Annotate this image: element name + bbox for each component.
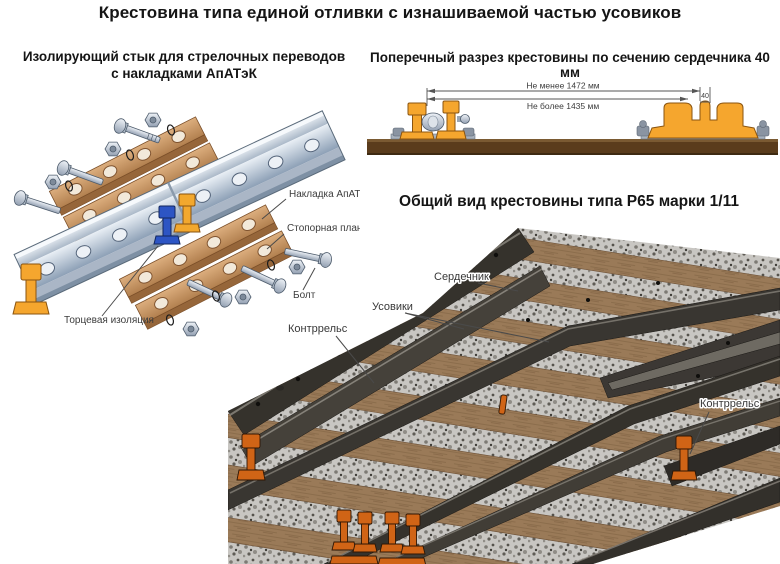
guard-rail-left-leader <box>335 335 375 384</box>
frog-general-view: Сердечник Усовики Контррельс Контррельс <box>228 228 780 564</box>
guard-rail-right-profile <box>670 435 698 481</box>
core-label: Сердечник <box>434 271 489 283</box>
end-insulation-leader <box>101 245 159 317</box>
nuts <box>44 112 306 337</box>
end-insulation-profile <box>153 205 181 245</box>
fishplate-leader <box>261 198 287 220</box>
yellow-end-profile <box>173 193 201 233</box>
bolt-5 <box>240 265 287 294</box>
dim-flangeway-label: 40 <box>701 93 709 100</box>
page-title: Крестовина типа единой отливки с изнашив… <box>98 3 682 22</box>
highlighted-sections <box>236 394 698 564</box>
dim-min-label: Не менее 1472 мм <box>526 82 599 91</box>
frog-cross-section-diagram: Не менее 1472 мм Не более 1435 мм 40 <box>367 82 778 155</box>
guard-rail-right-leader <box>689 411 710 455</box>
insulated-joint-diagram: Накладка АпАТэК Стопорная планка Болт То… <box>12 110 360 337</box>
fishplate-label: Накладка АпАТэК <box>289 189 360 200</box>
stop-plate-leader <box>266 233 285 250</box>
stop-plate-label: Стопорная планка <box>287 223 360 234</box>
wing-rails-label: Усовики <box>372 301 413 313</box>
bolt-label: Болт <box>293 290 316 301</box>
fishplate-front-1 <box>118 204 279 304</box>
rail-end-profile <box>12 263 50 315</box>
joint-section-heading: Изолирующий стык для стрелочных переводо… <box>6 49 362 83</box>
bolt-3 <box>13 190 61 214</box>
bolt-1 <box>113 118 161 144</box>
wing-rails-leaders <box>404 312 550 343</box>
guard-rail-right-label: Контррельс <box>700 398 760 410</box>
guard-rail-left-label: Контррельс <box>288 323 348 335</box>
rail-pair-profile-1 <box>329 509 379 564</box>
gauge-dimensions: Не менее 1472 мм Не более 1435 мм 40 <box>426 82 711 111</box>
cross-section-heading: Поперечный разрез крестовины по сечению … <box>370 50 770 80</box>
bolt-4 <box>284 248 333 268</box>
left-rail-assembly <box>390 100 476 140</box>
fishplate-front-2 <box>134 230 295 330</box>
bolt-leader <box>302 267 316 291</box>
general-view-heading: Общий вид крестовины типа Р65 марки 1/11 <box>399 193 739 210</box>
sleeper <box>367 139 778 155</box>
end-insulation-label: Торцевая изоляция <box>64 315 154 326</box>
dim-max-label: Не более 1435 мм <box>527 101 600 111</box>
bolt-2 <box>56 160 104 186</box>
guard-rail-left-profile <box>236 433 266 481</box>
frog-block <box>636 100 770 140</box>
joint-heading-line2: с накладками АпАТэК <box>111 65 257 81</box>
rail-pair-profile-2 <box>377 511 427 564</box>
joint-marker <box>498 394 508 415</box>
core-leader <box>477 282 519 292</box>
joint-heading-line1: Изолирующий стык для стрелочных переводо… <box>22 49 346 64</box>
insulating-rings <box>64 124 276 326</box>
